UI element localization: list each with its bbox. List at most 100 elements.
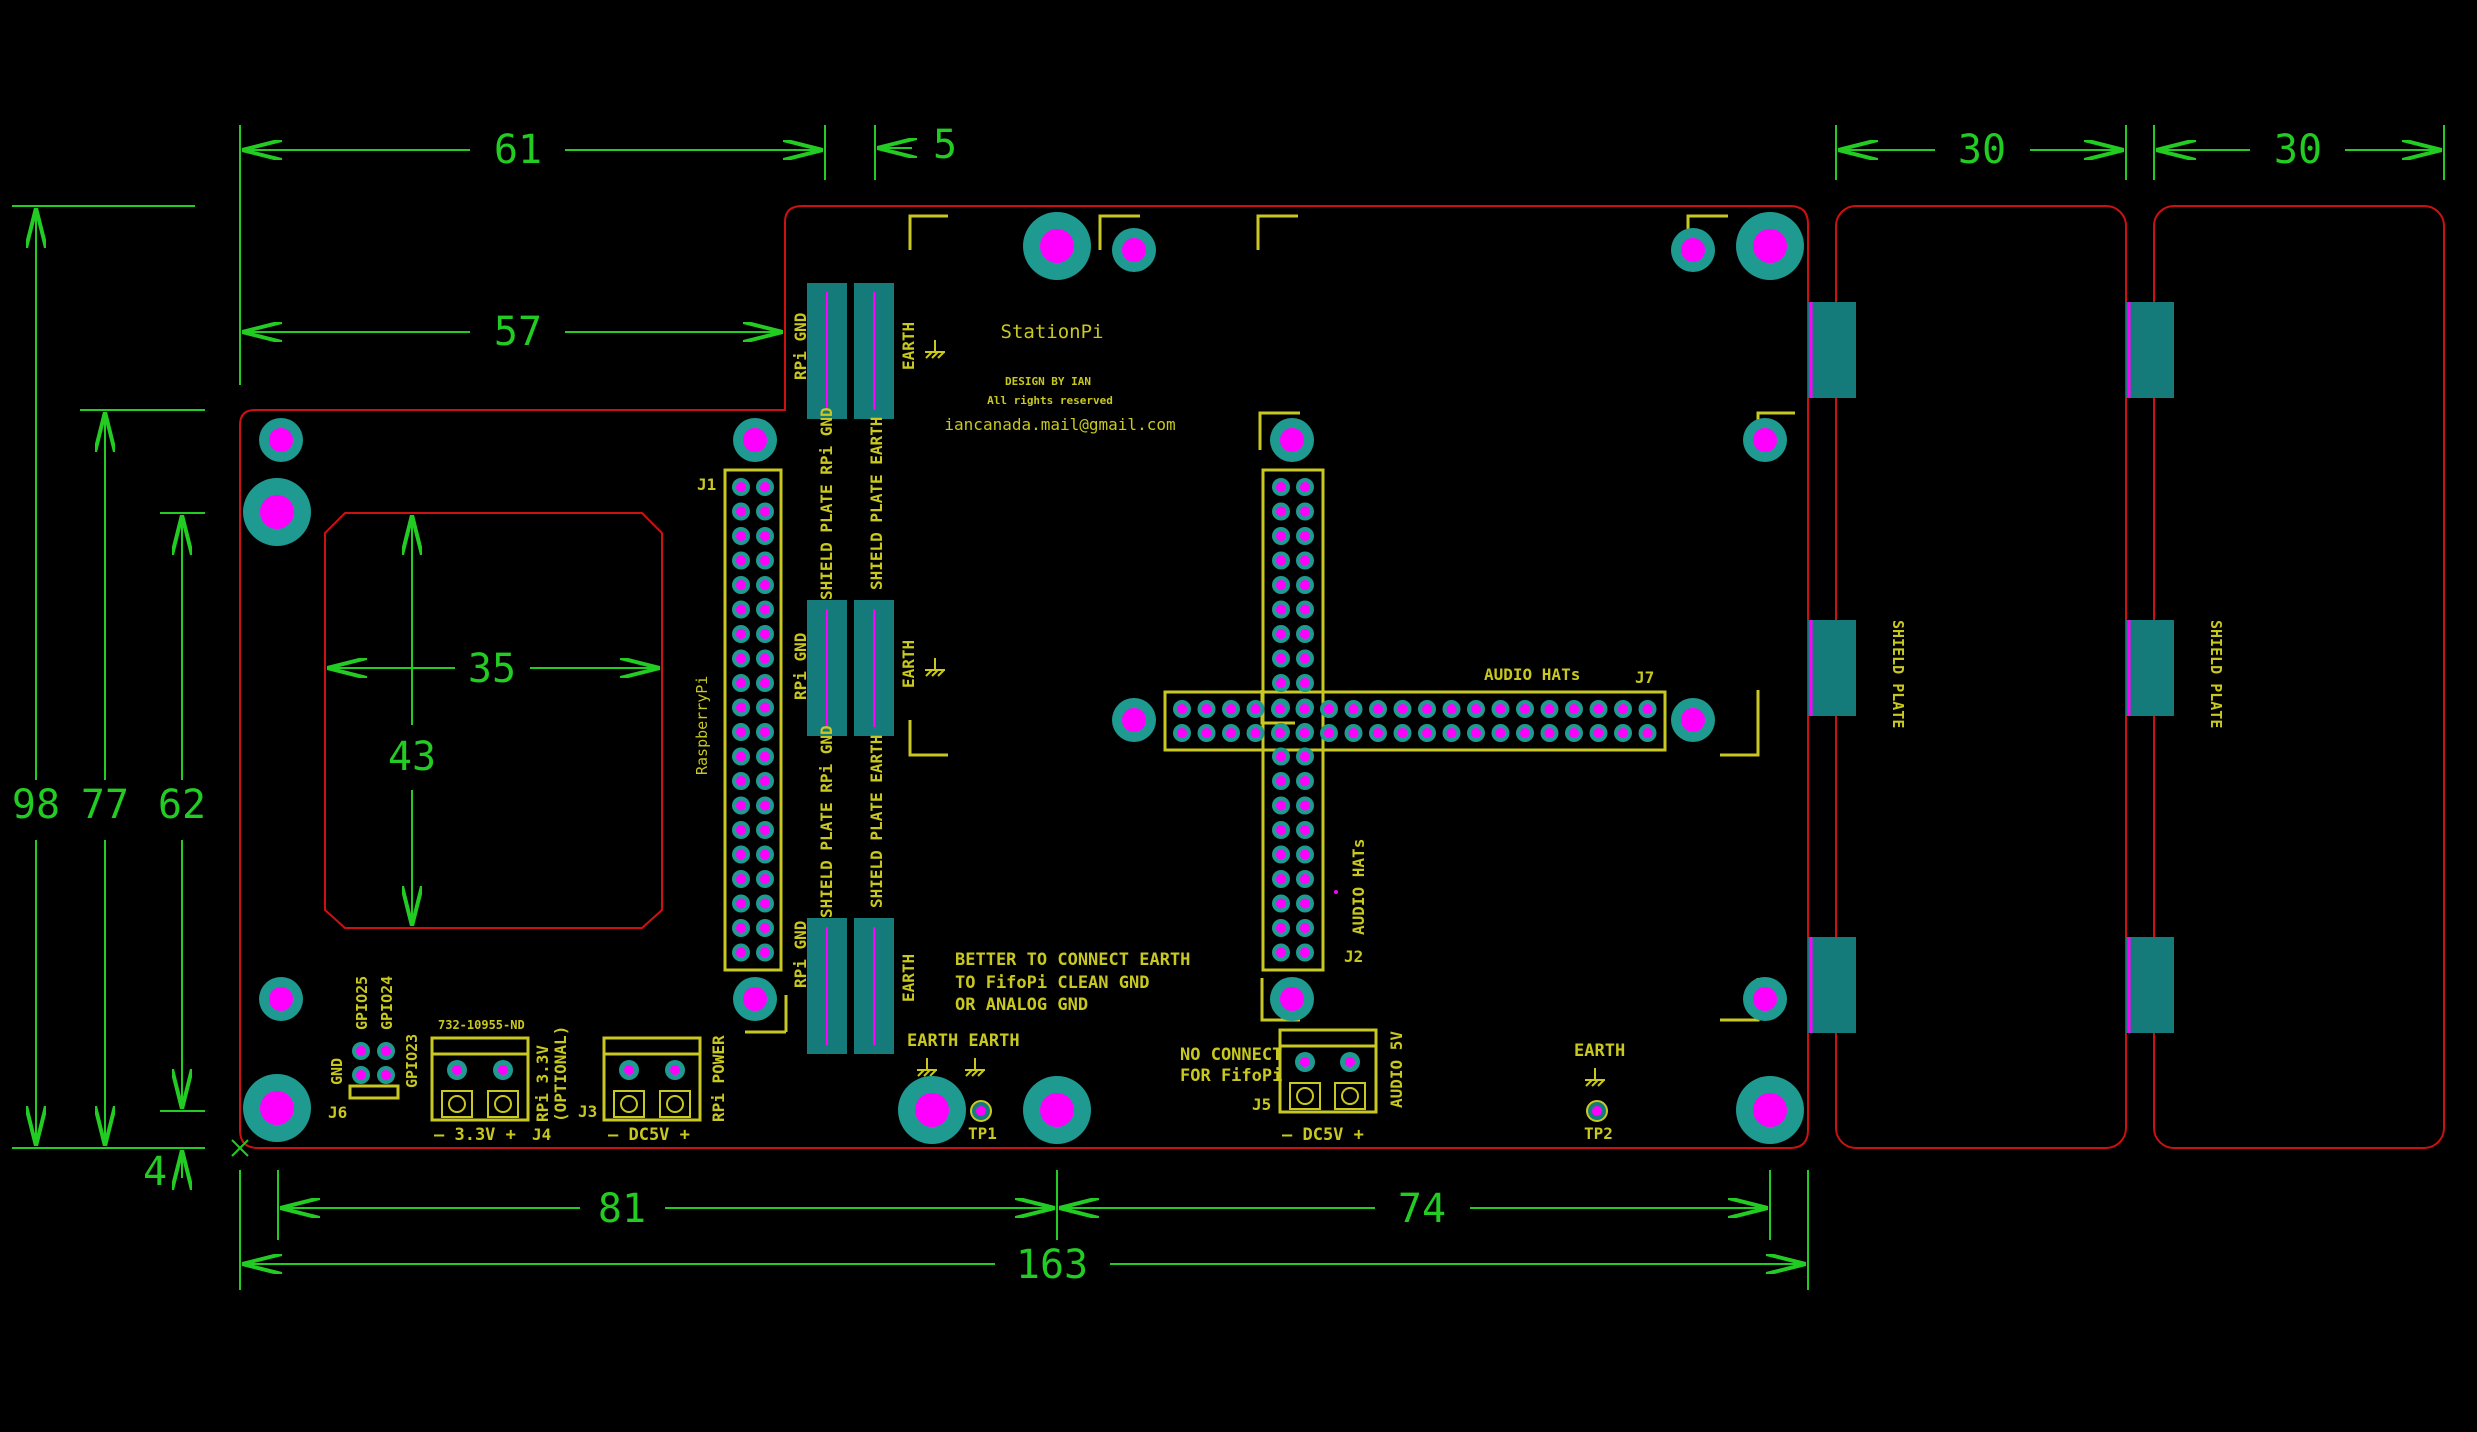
header-pin-center — [1276, 874, 1286, 884]
j1-label: J1 — [697, 475, 716, 494]
shield-plate-label-1: SHIELD PLATE — [1889, 620, 1907, 728]
header-pin-center — [736, 947, 746, 958]
header-pin-center — [760, 629, 770, 639]
rpi-gnd-2: RPi GND — [791, 633, 810, 700]
header-pin-center — [1300, 947, 1310, 958]
header-pin-center — [1618, 728, 1628, 738]
header-pin-center — [736, 776, 746, 786]
shield-plate-2-outline — [2153, 205, 2445, 1149]
header-pin-center — [1300, 923, 1310, 933]
header-pin-center — [760, 898, 770, 909]
header-pin-center — [1201, 728, 1212, 738]
j3-label: J3 — [578, 1102, 597, 1121]
header-pin-center — [736, 727, 746, 737]
header-pin-center — [760, 727, 770, 737]
shield-plate-1-outline — [1835, 205, 2127, 1149]
header-pin-center — [736, 825, 746, 835]
header-pin-center — [760, 482, 770, 492]
header-pin-center — [760, 531, 770, 541]
j5-label: J5 — [1252, 1095, 1271, 1114]
header-pin-center — [1300, 776, 1310, 786]
dim-30-a: 30 — [1958, 127, 2006, 173]
j2-label: J2 — [1344, 947, 1363, 966]
rpi-gnd-1: RPi GND — [791, 313, 810, 380]
dim-30-b: 30 — [2274, 127, 2322, 173]
header-pin-center — [760, 776, 770, 786]
header-pin-center — [736, 482, 746, 492]
pi-cutout-outline — [324, 512, 663, 929]
header-pin-center — [1250, 728, 1261, 738]
design-by: DESIGN BY IAN — [1005, 375, 1091, 388]
header-pin-center — [1276, 580, 1286, 590]
board-title: StationPi — [1001, 321, 1104, 343]
header-pin-center — [1544, 728, 1555, 738]
header-pin-center — [1299, 704, 1310, 714]
earth-tp2-label: EARTH — [1574, 1041, 1625, 1061]
header-pin-center — [1300, 629, 1310, 639]
header-pin-center — [1276, 506, 1286, 517]
header-pin-center — [760, 800, 770, 811]
header-pin-center — [736, 874, 746, 884]
rpi-33v-2: (OPTIONAL) — [551, 1026, 570, 1122]
header-pin-center — [736, 849, 746, 860]
gpio23-label: GPIO23 — [403, 1034, 421, 1088]
earth-earth-label: EARTH EARTH — [907, 1031, 1020, 1051]
header-pin-center — [1520, 728, 1530, 738]
header-pin-center — [1276, 751, 1286, 762]
dc5v-j3-label: — DC5V + — [608, 1125, 690, 1145]
j7-header-pins — [1173, 700, 1657, 742]
copper-strips — [807, 283, 2174, 1054]
header-pin-center — [1276, 604, 1286, 615]
dim-57: 57 — [494, 309, 542, 355]
mounting-hole — [1023, 212, 1091, 280]
gpio24-label: GPIO24 — [378, 976, 396, 1030]
header-pin-center — [1276, 653, 1286, 664]
header-pin-center — [1324, 704, 1334, 714]
rpi-power-label: RPi POWER — [709, 1035, 728, 1122]
gnd-label: GND — [328, 1058, 346, 1085]
header-pin-center — [1569, 728, 1579, 738]
audio-hats-label-v: AUDIO HATs — [1349, 839, 1368, 935]
header-pin-center — [1250, 704, 1261, 714]
mounting-hole — [1736, 212, 1804, 280]
dim-98: 98 — [12, 782, 60, 828]
terminal-pads — [352, 890, 1366, 1118]
header-pin-center — [1300, 800, 1310, 811]
header-pin-center — [1300, 874, 1310, 884]
header-pin-center — [1201, 704, 1212, 714]
dimension-lines — [12, 125, 2445, 1290]
earth-symbols — [917, 340, 1605, 1087]
board-outlines — [239, 205, 2445, 1149]
dim-81: 81 — [598, 1186, 646, 1232]
header-pin-center — [1324, 728, 1334, 738]
header-pin-center — [760, 653, 770, 664]
header-pin-center — [1300, 482, 1310, 492]
rpi-gnd-3: RPi GND — [791, 921, 810, 988]
header-pin-center — [1618, 704, 1628, 714]
j4-label: J4 — [532, 1125, 551, 1144]
header-pin-center — [1299, 728, 1310, 738]
mounting-hole — [243, 1074, 311, 1142]
dim-5: 5 — [933, 122, 957, 168]
header-pin-center — [736, 580, 746, 590]
rpi-33v-1: RPi 3.3V — [533, 1045, 552, 1122]
silkscreen-shapes — [348, 214, 1795, 1122]
header-pin-center — [736, 604, 746, 615]
header-pin-center — [736, 702, 746, 713]
better-line-3: OR ANALOG GND — [955, 995, 1088, 1015]
header-pin-center — [736, 506, 746, 517]
small-holes — [259, 228, 1787, 1021]
dim-77: 77 — [81, 782, 129, 828]
header-pin-center — [760, 580, 770, 590]
header-pin-center — [1471, 704, 1481, 714]
header-pin-center — [736, 800, 746, 811]
header-pin-center — [1373, 728, 1383, 738]
tp1-label: TP1 — [968, 1124, 997, 1143]
header-pin-center — [1397, 704, 1408, 714]
header-pin-center — [760, 923, 770, 933]
header-pin-center — [736, 898, 746, 909]
header-pin-center — [1520, 704, 1530, 714]
header-pin-center — [760, 849, 770, 860]
dim-61: 61 — [494, 127, 542, 173]
